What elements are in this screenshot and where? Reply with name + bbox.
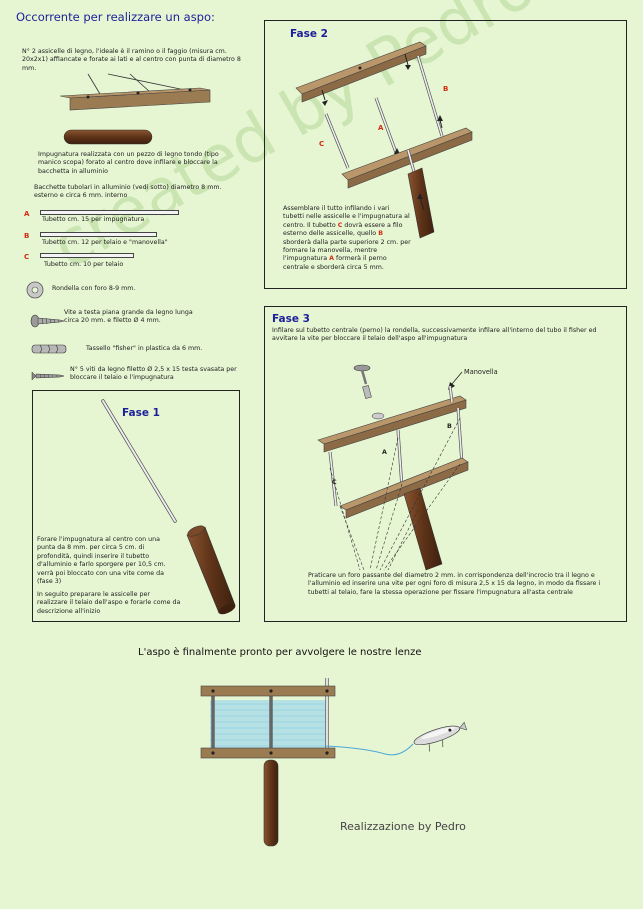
tube-b-label: Tubetto cm. 12 per telaio e "manovella" xyxy=(42,239,168,246)
wood-screw-icon xyxy=(30,314,65,328)
fase2-text: Assemblare il tutto infilando i vari tub… xyxy=(283,205,411,272)
fase3-label-c: C xyxy=(332,479,337,486)
tube-b-letter: B xyxy=(24,232,30,240)
signature: Realizzazione by Pedro xyxy=(340,820,466,833)
fase3-panel xyxy=(264,306,627,622)
small-screw-icon xyxy=(31,371,65,381)
fase1-text-2: In seguito preparare le assicelle per re… xyxy=(37,591,181,615)
fisher-plug-icon xyxy=(31,344,67,354)
fase2-text-c: sborderà dalla parte superiore 2 cm. per… xyxy=(283,238,411,263)
impugnatura-illustration xyxy=(63,129,153,145)
tube-c xyxy=(40,253,134,258)
fase3-manovella-label: Manovella xyxy=(464,368,498,376)
tube-a-label: Tubetto cm. 15 per impugnatura xyxy=(42,216,145,223)
fase2-text-letter-c: C xyxy=(337,221,343,229)
fase2-text-a: Assemblare il tutto infilando i vari tub… xyxy=(283,205,410,229)
fase2-panel xyxy=(264,20,627,289)
tube-a xyxy=(40,210,179,215)
fase1-illustration xyxy=(101,399,236,615)
final-caption: L'aspo è finalmente pronto per avvolgere… xyxy=(138,647,422,658)
fase1-title: Fase 1 xyxy=(122,407,160,419)
tube-c-letter: C xyxy=(24,253,30,261)
viti-text: N° 5 viti da legno filetto Ø 2,5 x 15 te… xyxy=(70,366,237,382)
fase2-text-letter-b: B xyxy=(378,230,383,238)
assicelle-text: N° 2 assicelle di legno, l'ideale è il r… xyxy=(22,48,241,72)
fase2-label-b: B xyxy=(443,85,449,93)
page-title: Occorrente per realizzare un aspo: xyxy=(16,10,215,24)
fase1-text-1: Forare l'impugnatura al centro con una p… xyxy=(37,536,166,586)
fase1-panel xyxy=(32,390,240,622)
vite-text: Vite a testa piana grande da legno lunga… xyxy=(64,309,193,325)
fase2-label-c: C xyxy=(319,140,325,148)
assicelle-illustration xyxy=(60,73,211,111)
tube-c-label: Tubetto cm. 10 per telaio xyxy=(44,261,124,268)
fase3-illustration xyxy=(317,364,469,571)
fase2-text-letter-a: A xyxy=(329,255,334,263)
fase2-label-a: A xyxy=(378,124,384,132)
fase2-illustration xyxy=(295,41,473,239)
fase2-text-b: dovrà essere a filo esterno delle assice… xyxy=(283,221,403,238)
tassello-text: Tassello "fisher" in plastica da 6 mm. xyxy=(86,345,203,352)
fase3-text-bottom: Praticare un foro passante del diametro … xyxy=(308,572,601,596)
fase3-text-top: Infilare sul tubetto centrale (perno) la… xyxy=(272,327,597,343)
fase2-title: Fase 2 xyxy=(290,28,328,40)
impugnatura-text: Impugnatura realizzata con un pezzo di l… xyxy=(38,151,219,175)
bacchette-text: Bacchette tubolari in alluminio (vedi so… xyxy=(34,184,222,200)
washer-icon xyxy=(26,281,44,299)
fase3-title: Fase 3 xyxy=(272,313,310,325)
rondella-text: Rondella con foro 8-9 mm. xyxy=(52,285,136,292)
fase3-label-a: A xyxy=(382,449,387,456)
tube-a-letter: A xyxy=(24,210,30,218)
fase3-label-b: B xyxy=(447,423,452,430)
fase2-text-d: formerà il perno centrale e sborderà cir… xyxy=(283,255,387,271)
finished-reel-illustration xyxy=(200,678,468,847)
tube-b xyxy=(40,232,157,237)
